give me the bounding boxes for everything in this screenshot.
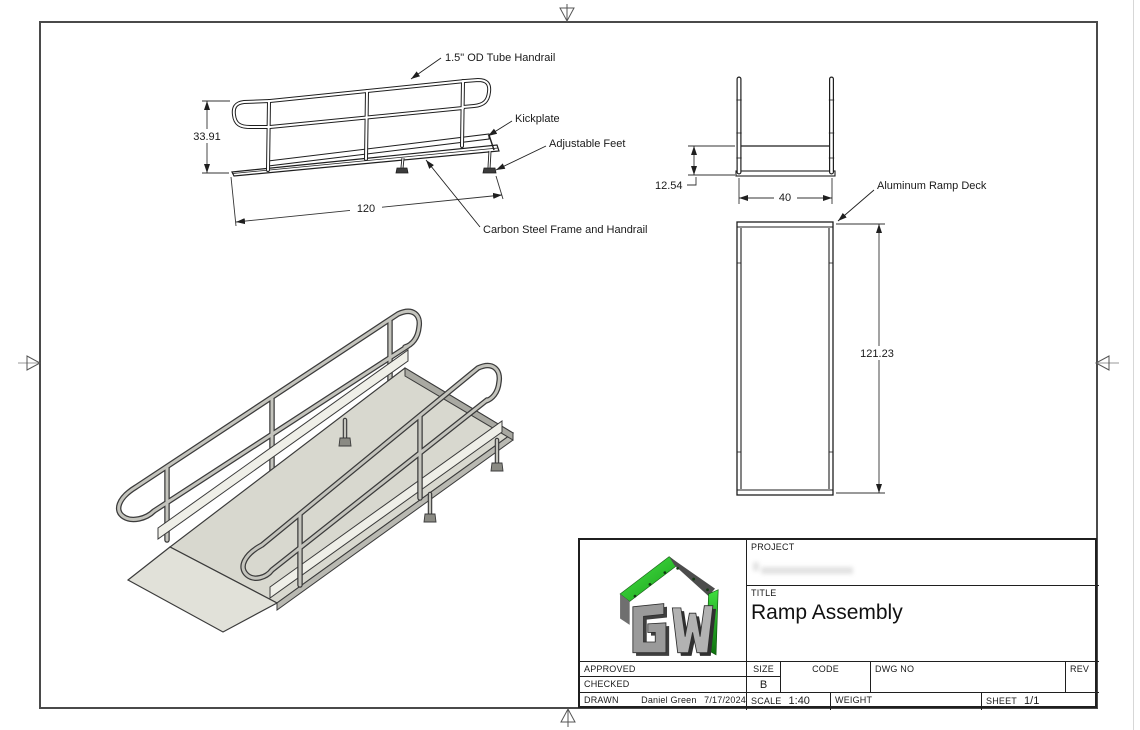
- frame-callout: Carbon Steel Frame and Handrail: [483, 224, 647, 236]
- end-view: 12.54 40: [655, 76, 836, 204]
- logo-cell: [580, 540, 746, 661]
- gw-cube-logo: [619, 556, 719, 656]
- project-redacted-text: [761, 567, 853, 574]
- dwg-no-label: DWG NO: [875, 664, 915, 674]
- checked-cell: CHECKED: [580, 676, 746, 692]
- sheet-cell: SHEET 1/1: [981, 692, 1099, 710]
- drawn-by: Daniel Green: [641, 695, 697, 705]
- code-cell: CODE: [780, 661, 870, 692]
- code-label: CODE: [812, 664, 839, 674]
- size-value: B: [759, 679, 768, 691]
- weight-cell: WEIGHT: [830, 692, 981, 710]
- centering-mark-left-icon: [18, 355, 42, 371]
- weight-label: WEIGHT: [835, 695, 873, 705]
- scale-value: 1:40: [788, 695, 810, 707]
- kickplate-callout: Kickplate: [515, 113, 560, 125]
- project-cell: PROJECT: [746, 540, 1099, 585]
- adjustable-feet-callout: Adjustable Feet: [549, 138, 625, 150]
- top-length-dimension: 121.23: [860, 348, 894, 360]
- end-height-dimension: 12.54: [655, 180, 683, 192]
- drawn-cell: DRAWN Daniel Green 7/17/2024: [580, 692, 746, 710]
- end-width-dimension: 40: [779, 192, 791, 204]
- rev-cell: REV: [1065, 661, 1099, 692]
- dwg-no-cell: DWG NO: [870, 661, 1065, 692]
- side-height-dimension: 33.91: [193, 131, 221, 143]
- centering-mark-bottom-icon: [560, 707, 576, 727]
- scale-cell: SCALE 1:40: [746, 692, 830, 710]
- scale-label: SCALE: [751, 696, 782, 706]
- centering-mark-right-icon: [1094, 355, 1119, 371]
- title-block: PROJECT TITLE Ramp Assembly APPROVED CHE…: [578, 538, 1099, 710]
- sheet-value: 1/1: [1024, 695, 1040, 707]
- size-label: SIZE: [753, 664, 774, 674]
- drawn-label: DRAWN: [584, 695, 619, 705]
- approved-cell: APPROVED: [580, 661, 746, 676]
- project-label: PROJECT: [751, 542, 795, 552]
- size-cell: SIZE: [746, 661, 780, 676]
- rev-label: REV: [1070, 664, 1090, 674]
- drawn-date: 7/17/2024: [704, 695, 746, 705]
- viewport-edge-line: [1133, 0, 1134, 730]
- approved-label: APPROVED: [584, 664, 636, 674]
- size-value-cell: B: [746, 676, 780, 692]
- side-length-dimension: 120: [357, 203, 375, 215]
- top-plan-view: 121.23 Aluminum Ramp Deck: [736, 180, 987, 496]
- handrail-callout: 1.5" OD Tube Handrail: [445, 52, 555, 64]
- title-label: TITLE: [751, 588, 777, 598]
- project-redacted-text: [753, 562, 759, 571]
- title-cell: TITLE Ramp Assembly: [746, 585, 1099, 661]
- side-elevation-view: 33.91 120 1.5" OD Tube Handrail Kickplat…: [190, 52, 647, 236]
- checked-label: CHECKED: [584, 679, 630, 689]
- sheet-label: SHEET: [986, 696, 1018, 706]
- isometric-view: [115, 308, 515, 633]
- ramp-deck-callout: Aluminum Ramp Deck: [877, 180, 987, 192]
- drawing-title: Ramp Assembly: [751, 601, 903, 624]
- centering-mark-top-icon: [559, 4, 575, 23]
